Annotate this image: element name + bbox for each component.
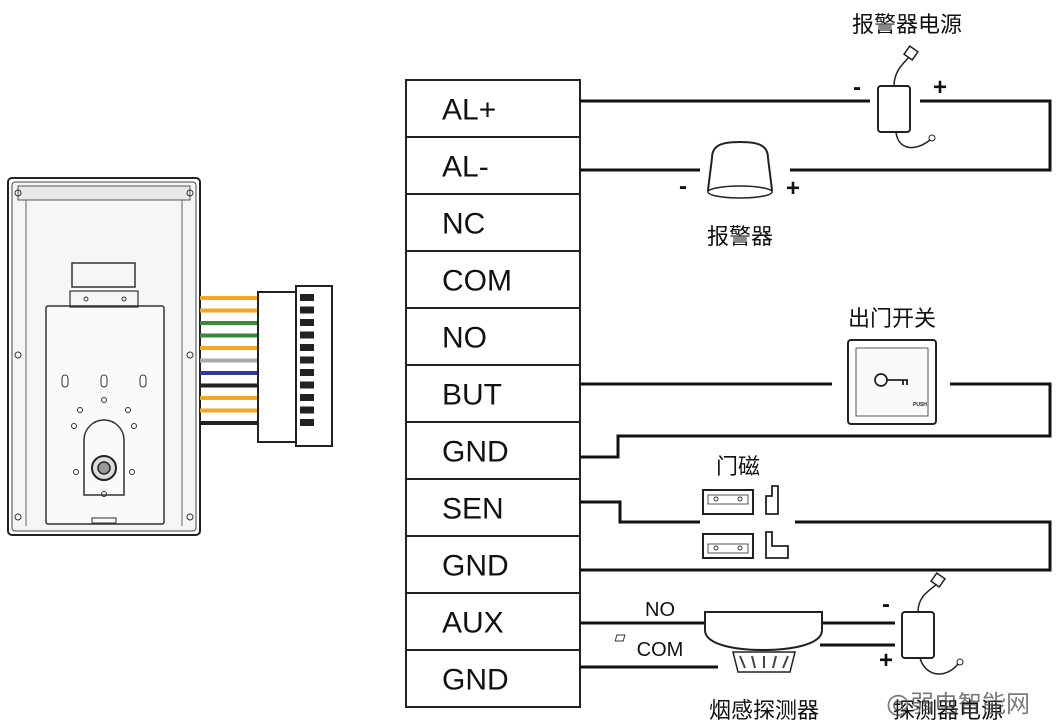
connection-wires: [580, 99, 1052, 669]
connector-pin: [300, 294, 314, 301]
wire-switch-to-gnd: [580, 382, 1052, 459]
connector-pin: [300, 381, 314, 389]
terminal-label: AUX: [442, 607, 504, 640]
wire-sen-to-magnet: [580, 500, 700, 524]
wire-harness: [200, 296, 258, 425]
connector-pin: [300, 394, 314, 401]
terminal-label: SEN: [442, 493, 504, 526]
detector-power-neg-sign: -: [882, 591, 890, 618]
detector-power-label: 探测器电源: [893, 699, 1003, 724]
exit-switch-label: 出门开关: [848, 307, 936, 332]
terminal-label: GND: [442, 550, 509, 583]
connector-pin: [300, 306, 314, 314]
terminal-label: AL+: [442, 94, 496, 127]
connector-pin: [300, 319, 314, 326]
alarm-power-neg-sign: -: [853, 74, 861, 101]
detector-no-label: NO: [645, 599, 675, 621]
door-magnet-label: 门磁: [716, 455, 760, 480]
smoke-detector-label: 烟感探测器: [709, 699, 819, 724]
wire-magnet-to-gnd: [580, 520, 1052, 572]
terminal-label: GND: [442, 436, 509, 469]
terminal-label: BUT: [442, 379, 502, 412]
detector-power-pos-sign: +: [879, 647, 893, 674]
terminal-label: AL-: [442, 151, 489, 184]
reader-device: [7, 177, 201, 536]
push-label: PUSH: [913, 402, 927, 408]
key-icon: [874, 373, 908, 387]
connector-pin: [300, 369, 314, 376]
exit-switch: PUSH: [847, 339, 937, 425]
alarm-pos-sign: +: [786, 175, 800, 202]
terminal-label: NC: [442, 208, 485, 241]
detector-power-adapter: [901, 571, 964, 675]
alarm-power-adapter: [877, 44, 936, 149]
connector-pin: [300, 344, 314, 351]
detector-com-label: COM: [637, 639, 684, 661]
alarm-siren: [706, 140, 774, 199]
terminal-label: NO: [442, 322, 487, 355]
alarm-power-pos-sign: +: [933, 74, 947, 101]
connector-pin: [300, 331, 314, 339]
wire-power-pos-to-alarm-pos: [790, 99, 1052, 172]
watermark: @弱电智能网: [886, 690, 1030, 718]
alarm-power-label: 报警器电源: [852, 13, 962, 38]
terminal-label: GND: [442, 664, 509, 697]
connector-pin: [300, 356, 314, 364]
harness-connector: [257, 285, 333, 447]
connector-pin: [300, 419, 314, 426]
connector-pin: [300, 406, 314, 414]
terminal-label: COM: [442, 265, 512, 298]
smoke-detector: [614, 611, 823, 673]
terminal-block: AL+ AL- NC COM NO BUT GND SEN GND AUX GND: [405, 79, 581, 708]
alarm-label: 报警器: [707, 225, 773, 250]
door-magnet: [702, 485, 789, 559]
alarm-neg-sign: -: [679, 173, 687, 200]
